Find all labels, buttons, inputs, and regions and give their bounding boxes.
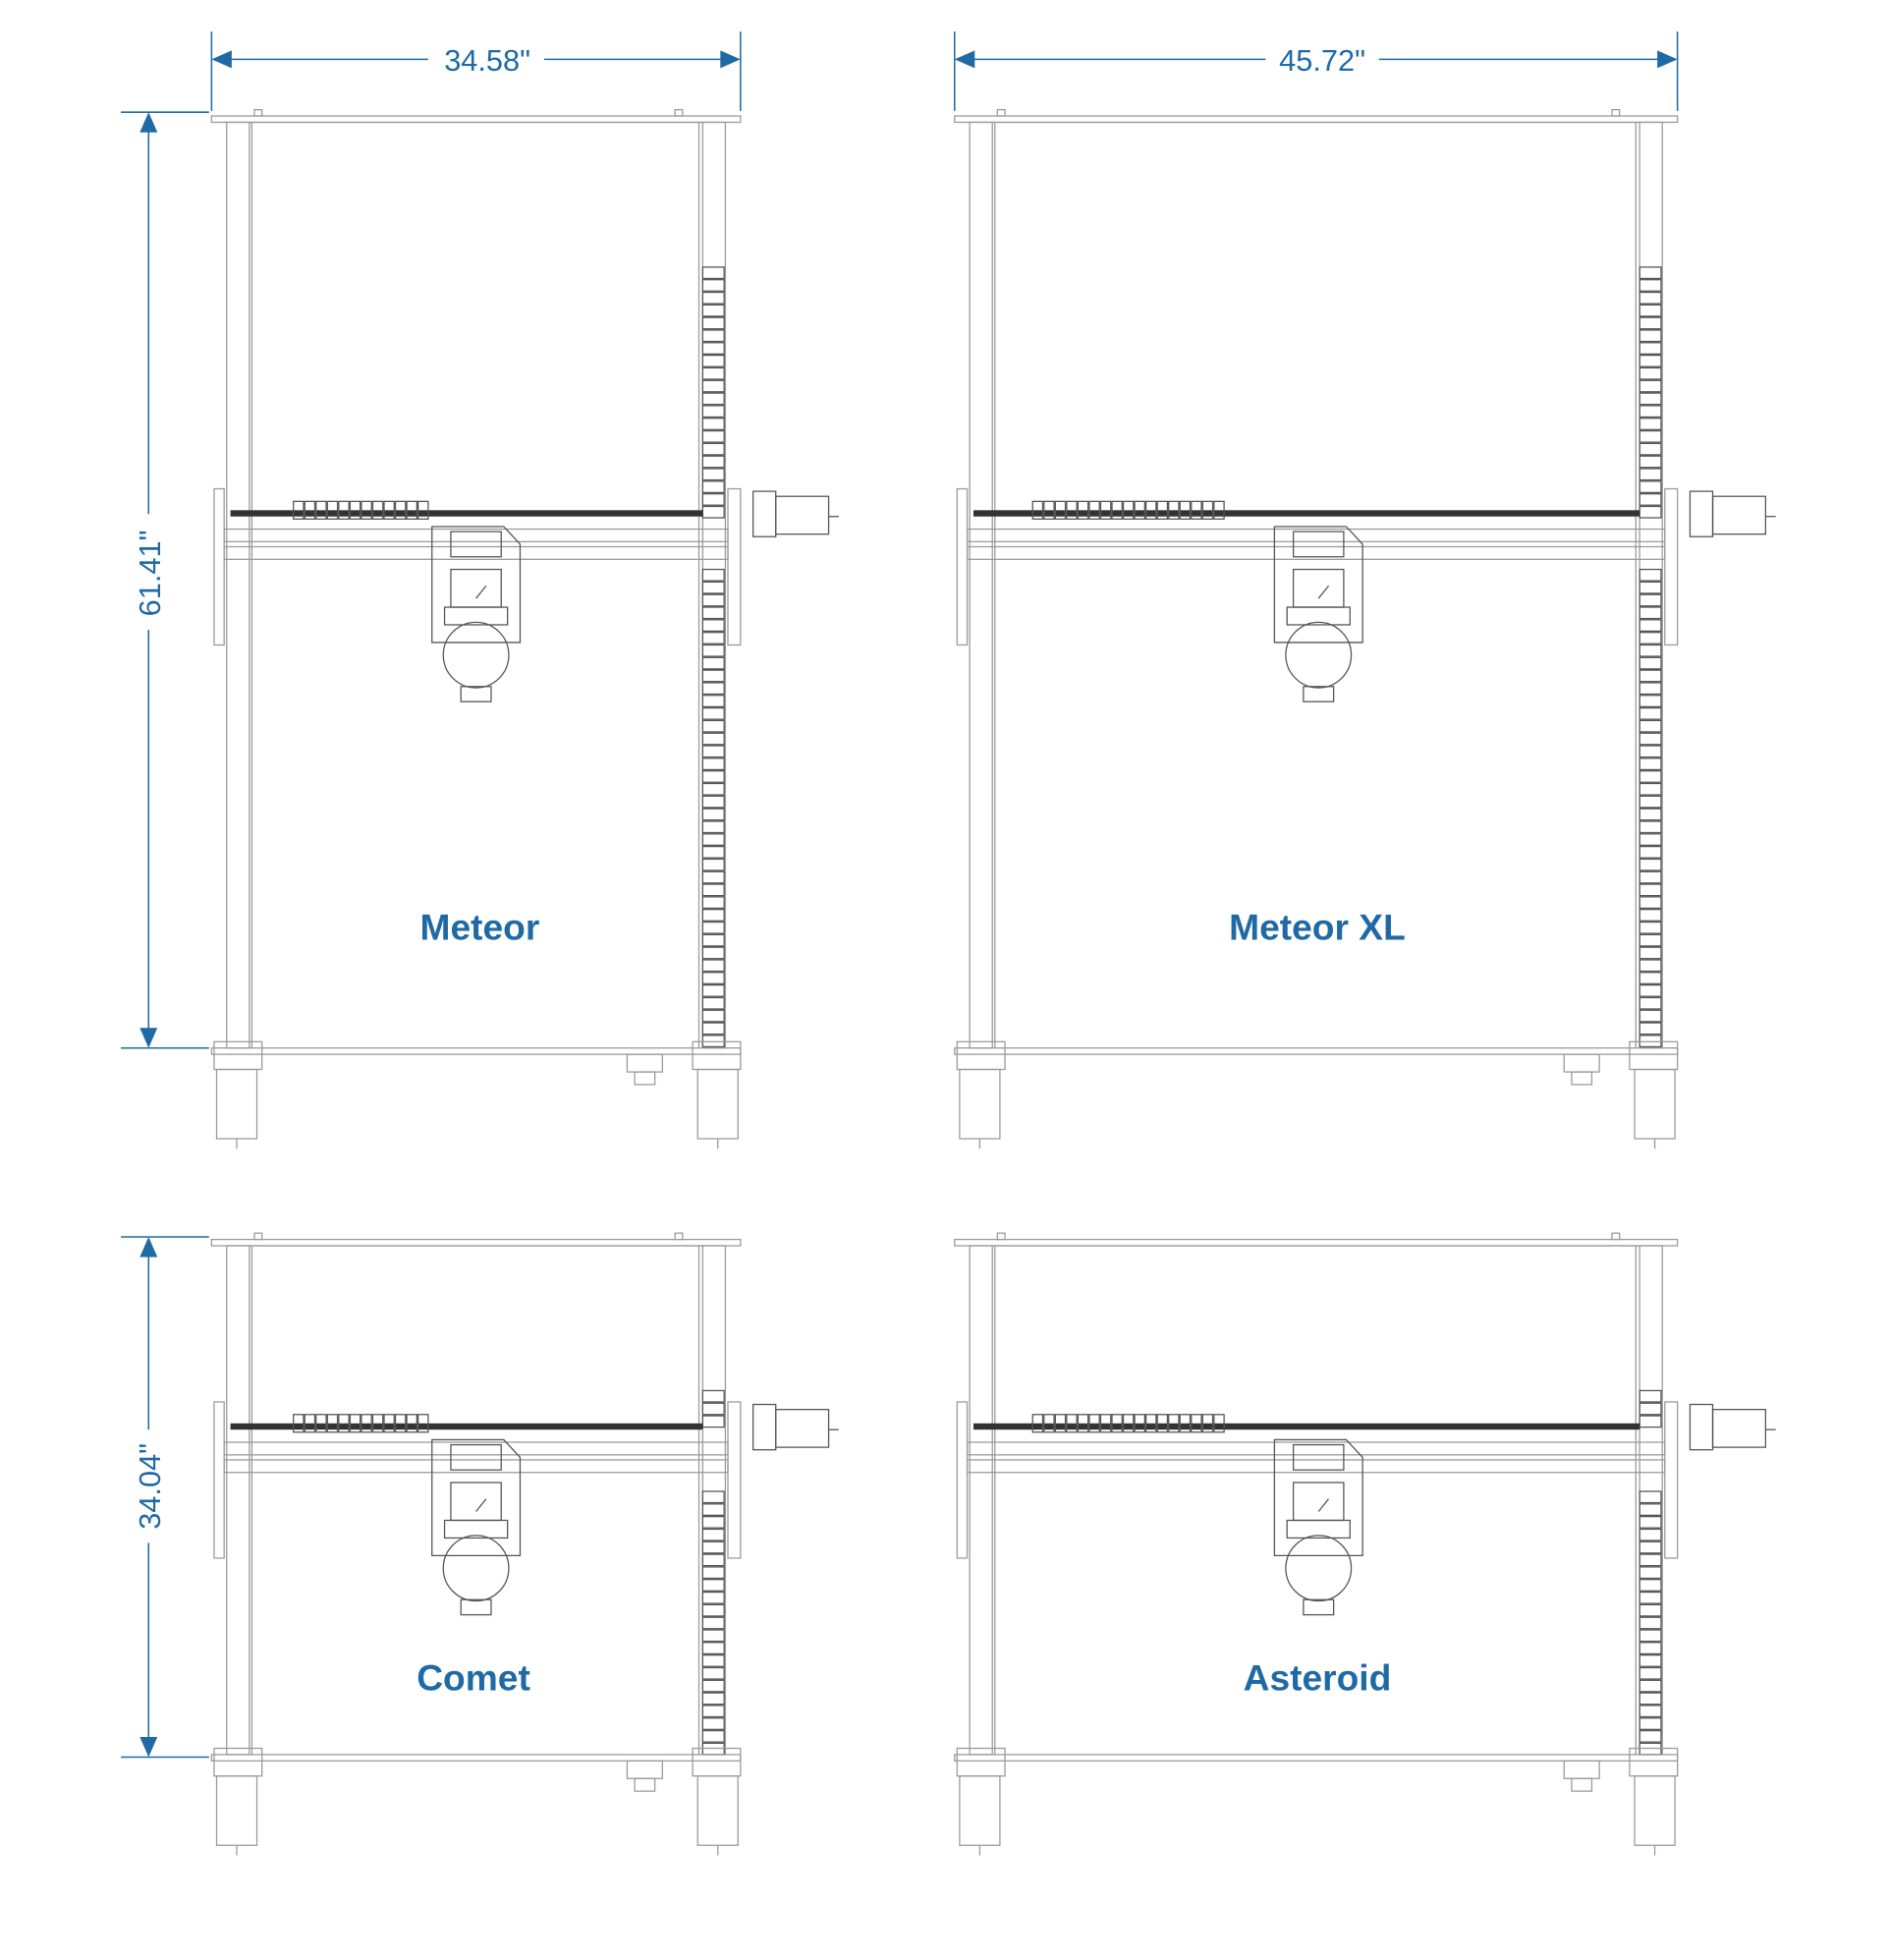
machine-drawing-comet <box>210 1232 839 1856</box>
machine-drawing-asteroid <box>954 1232 1776 1856</box>
machine-label-asteroid: Asteroid <box>1244 1657 1392 1699</box>
machine-label-comet: Comet <box>417 1657 530 1699</box>
dimension-comet-length: 34.04" <box>121 1236 209 1759</box>
machine-drawing-meteor-xl <box>954 108 1776 1149</box>
dimension-label: 34.58" <box>444 43 530 78</box>
machine-label-meteor: Meteor <box>420 906 540 947</box>
machine-drawing-meteor <box>210 108 839 1149</box>
dimension-meteor-length: 61.41" <box>121 111 209 1049</box>
dimension-label: 61.41" <box>133 530 167 616</box>
dimension-label: 34.04" <box>133 1443 167 1530</box>
dimension-meteor-xl-width: 45.72" <box>953 31 1679 111</box>
machine-label-meteor-xl: Meteor XL <box>1229 906 1406 947</box>
dimension-label: 45.72" <box>1279 43 1365 78</box>
dimension-meteor-width: 34.58" <box>210 31 742 111</box>
